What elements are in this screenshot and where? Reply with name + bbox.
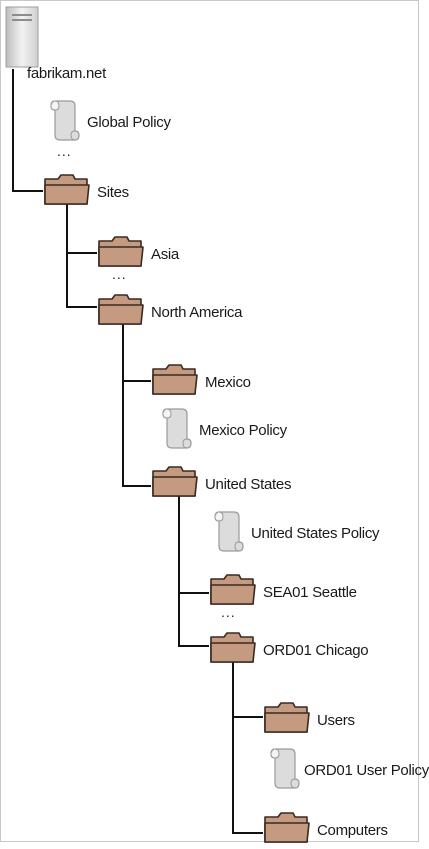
tree-item-mexico-policy[interactable]: Mexico Policy (159, 405, 287, 455)
tree-item-label: North America (151, 303, 243, 321)
tree-item-label: SEA01 Seattle (263, 583, 357, 601)
tree-item-ord01-user-policy[interactable]: ORD01 User Policy (267, 745, 429, 795)
root-label-row: fabrikam.net (27, 65, 106, 82)
tree-item-label: United States Policy (251, 524, 380, 542)
tree-item-united-states[interactable]: United States (151, 465, 291, 503)
tree-item-label: Asia (151, 245, 179, 263)
tree-item-label: Mexico Policy (199, 421, 287, 439)
folder-icon (263, 811, 311, 849)
tree-item-users[interactable]: Users (263, 701, 355, 739)
folder-icon (97, 235, 145, 273)
tree-item-computers[interactable]: Computers (263, 811, 388, 849)
policy-scroll-icon (211, 508, 245, 558)
tree-item-label: ORD01 Chicago (263, 641, 369, 659)
tree-item-label: ORD01 User Policy (304, 761, 429, 779)
tree-item-label: Computers (317, 821, 388, 839)
tree-item-label: Global Policy (87, 113, 171, 131)
ellipsis: ... (112, 266, 127, 282)
folder-icon (97, 293, 145, 331)
tree-item-sites[interactable]: Sites (43, 173, 129, 211)
folder-icon (263, 701, 311, 739)
tree-item-united-states-policy[interactable]: United States Policy (211, 508, 380, 558)
tree-item-label: Users (317, 711, 355, 729)
folder-icon (151, 465, 199, 503)
tree-item-label: Sites (97, 183, 129, 201)
tree-item-north-america[interactable]: North America (97, 293, 242, 331)
policy-scroll-icon (267, 745, 301, 795)
folder-icon (209, 631, 257, 669)
tree-item-mexico[interactable]: Mexico (151, 363, 251, 401)
tree-item-label: Mexico (205, 373, 251, 391)
ellipsis: ... (221, 604, 236, 620)
ellipsis: ... (57, 143, 72, 159)
policy-scroll-icon (47, 97, 81, 147)
folder-icon (209, 573, 257, 611)
policy-scroll-icon (159, 405, 193, 455)
tree-item-asia[interactable]: Asia (97, 235, 179, 273)
tree-item-label: United States (205, 475, 292, 493)
root-node-fabrikam[interactable] (3, 5, 41, 73)
tree-connectors (12, 69, 263, 834)
tree-item-global-policy[interactable]: Global Policy (47, 97, 171, 147)
server-icon (3, 5, 41, 73)
tree-item-ord01-chicago[interactable]: ORD01 Chicago (209, 631, 369, 669)
folder-icon (43, 173, 91, 211)
tree-item-sea01-seattle[interactable]: SEA01 Seattle (209, 573, 357, 611)
folder-icon (151, 363, 199, 401)
root-label: fabrikam.net (27, 65, 106, 82)
